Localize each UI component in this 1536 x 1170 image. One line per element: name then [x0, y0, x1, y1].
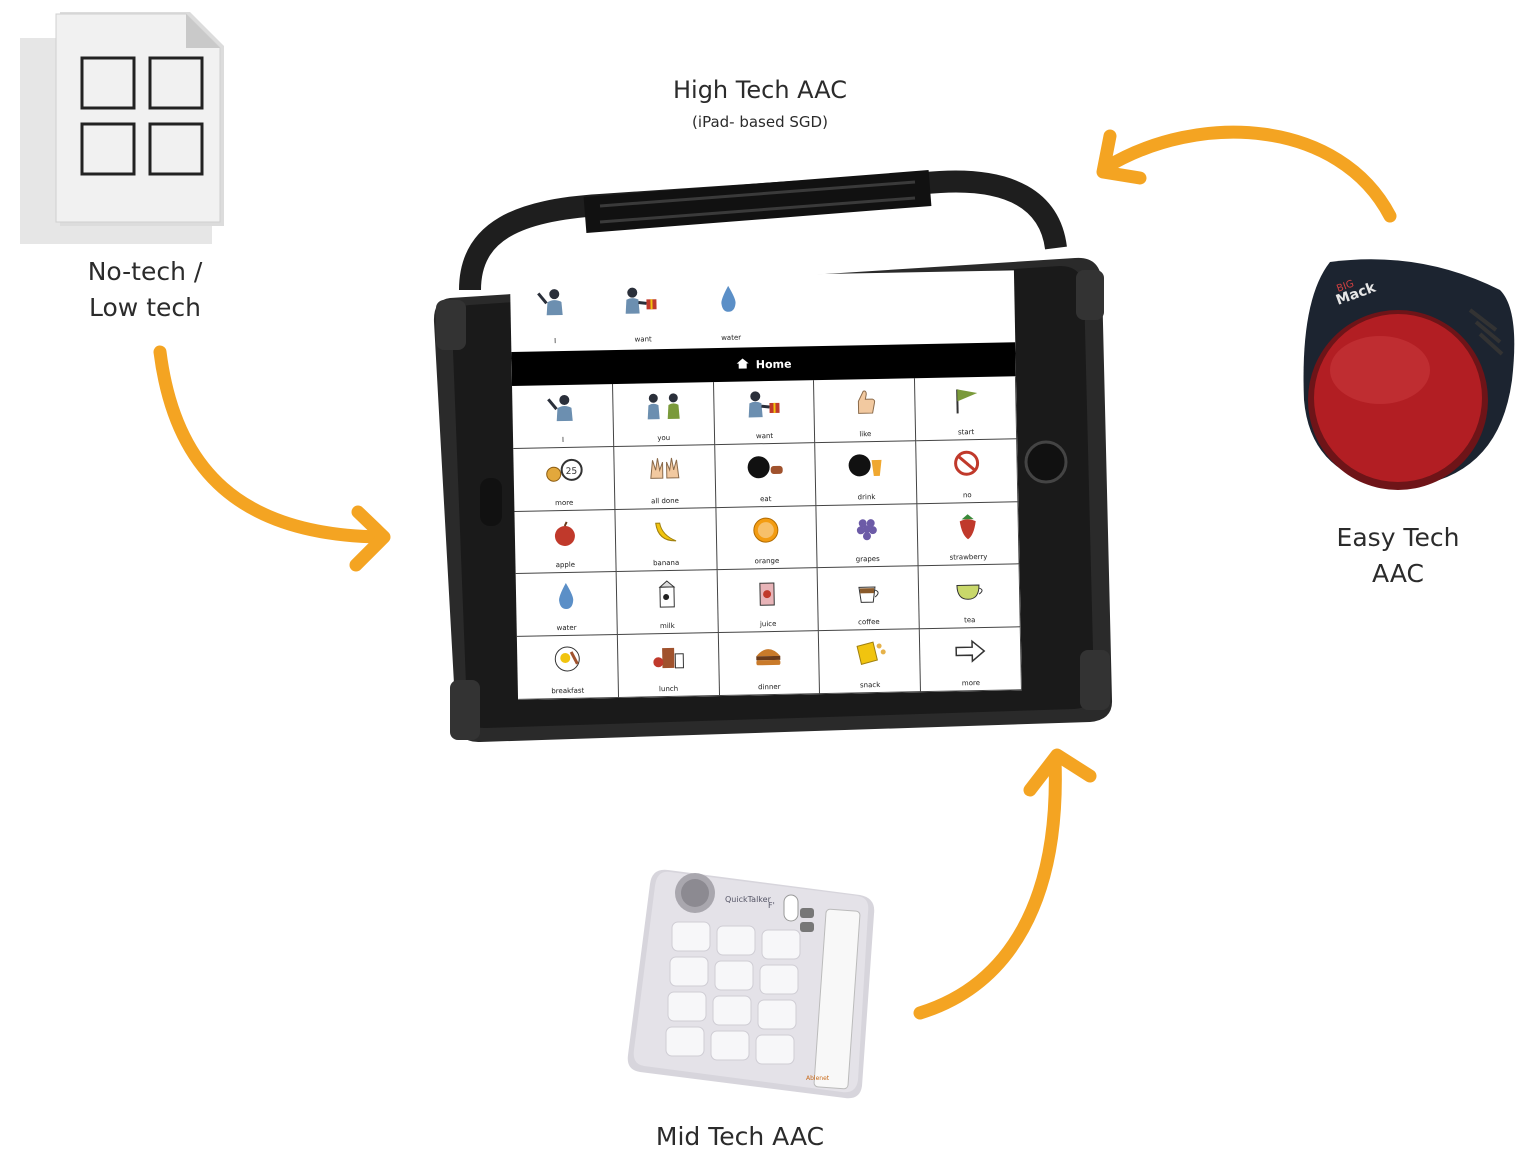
arrow-low-to-high [153, 345, 391, 572]
symbol-label: tea [963, 616, 976, 625]
symbol-label: coffee [858, 618, 880, 627]
symbol-button[interactable]: lunch [617, 633, 720, 698]
symbol-label: dinner [758, 682, 781, 692]
symbol-button[interactable]: all done [614, 444, 717, 510]
quicktalker-pad [671, 921, 711, 952]
quicktalker-device: QuickTalker F' Ablenet [627, 869, 875, 1099]
quicktalker-model: F' [768, 901, 775, 910]
symbol-label: juice [759, 620, 777, 629]
symbol-label: lunch [658, 684, 679, 694]
symbol-label: strawberry [949, 553, 988, 563]
quicktalker-pad [757, 999, 797, 1030]
symbol-button[interactable]: orange [716, 505, 818, 571]
mid-tech-label: Mid Tech AAC [655, 1122, 825, 1151]
easy-tech-label: Easy Tech AAC [1300, 520, 1496, 592]
quicktalker-pad [667, 991, 707, 1022]
symbol-label: more [555, 498, 574, 507]
sentence-word-label: want [634, 335, 652, 344]
symbol-button[interactable]: 25 more [513, 446, 616, 512]
low-tech-label-line1: No-tech / [87, 257, 203, 286]
quicktalker-pad [755, 1034, 795, 1065]
symbol-label: start [957, 427, 975, 437]
symbol-button[interactable]: you [612, 382, 715, 447]
quicktalker-pad [759, 964, 799, 995]
symbol-label: all done [650, 496, 679, 505]
symbol-label: apple [555, 561, 576, 570]
quicktalker-pad [710, 1030, 750, 1061]
symbol-button[interactable]: snack [819, 629, 922, 695]
symbol-button[interactable]: like [814, 378, 917, 443]
home-bar[interactable]: Home [511, 342, 1016, 386]
symbol-label: like [859, 429, 872, 439]
symbol-button[interactable]: water [515, 572, 618, 638]
svg-text:25: 25 [565, 467, 577, 477]
symbol-label: grapes [855, 555, 880, 564]
easy-tech-label-line2: AAC [1372, 559, 1424, 588]
symbol-label: I [561, 435, 565, 444]
quicktalker-pads [665, 921, 801, 1065]
high-tech-title: High Tech AAC [672, 76, 847, 104]
symbol-label: eat [759, 494, 772, 503]
symbol-button[interactable]: coffee [817, 566, 920, 632]
symbol-label: water [556, 623, 577, 633]
arrow-mid-to-high [913, 748, 1097, 1020]
symbol-button[interactable]: strawberry [917, 501, 1020, 567]
symbol-button[interactable]: eat [714, 442, 817, 508]
symbol-button[interactable]: more [919, 627, 1022, 693]
symbol-label: breakfast [551, 686, 585, 696]
symbol-button[interactable]: grapes [816, 503, 919, 569]
sentence-word: want [610, 277, 675, 350]
symbol-label: milk [659, 622, 675, 631]
low-tech-label: No-tech / Low tech [40, 254, 250, 326]
home-label: Home [755, 357, 792, 371]
symbol-label: more [961, 679, 981, 688]
symbol-button[interactable]: want [713, 380, 816, 445]
big-mack-button-device: BIG Mack [1303, 259, 1515, 490]
symbol-button[interactable]: breakfast [516, 635, 619, 700]
quicktalker-maker: Ablenet [806, 1075, 830, 1082]
symbol-label: you [657, 433, 671, 442]
quicktalker-pad [712, 995, 752, 1026]
quicktalker-pad [669, 956, 709, 987]
symbol-label: snack [859, 680, 881, 690]
symbol-button[interactable]: juice [717, 568, 820, 634]
symbol-button[interactable]: drink [815, 441, 918, 506]
low-tech-label-line2: Low tech [89, 293, 201, 322]
sentence-word: water [698, 275, 763, 348]
symbol-label: no [962, 490, 972, 499]
quicktalker-pad [761, 929, 801, 960]
paper-board-icon [20, 12, 224, 244]
symbol-button[interactable]: no [916, 439, 1019, 504]
symbol-button[interactable]: banana [615, 507, 718, 573]
symbol-button[interactable]: I [512, 384, 615, 449]
quicktalker-pad [716, 925, 756, 956]
symbol-button[interactable]: start [915, 376, 1018, 442]
quicktalker-brand: QuickTalker [725, 895, 772, 904]
symbol-button[interactable]: dinner [718, 631, 821, 697]
sentence-word-label: I [554, 337, 557, 346]
quicktalker-pad [714, 960, 754, 991]
symbol-label: orange [754, 557, 780, 566]
symbol-button[interactable]: apple [514, 509, 617, 575]
symbol-label: banana [652, 559, 680, 568]
sentence-word-label: water [721, 333, 742, 342]
symbol-button[interactable]: tea [918, 564, 1021, 630]
symbol-button[interactable]: milk [616, 570, 719, 636]
symbol-label: drink [857, 492, 876, 501]
house-icon [736, 357, 750, 372]
quicktalker-pad [665, 1026, 705, 1057]
sentence-word: I [522, 279, 587, 352]
arrow-easy-to-high [1096, 125, 1397, 223]
high-tech-subtitle: (iPad- based SGD) [692, 113, 828, 131]
symbol-label: want [755, 431, 774, 441]
easy-tech-label-line1: Easy Tech [1336, 523, 1460, 552]
